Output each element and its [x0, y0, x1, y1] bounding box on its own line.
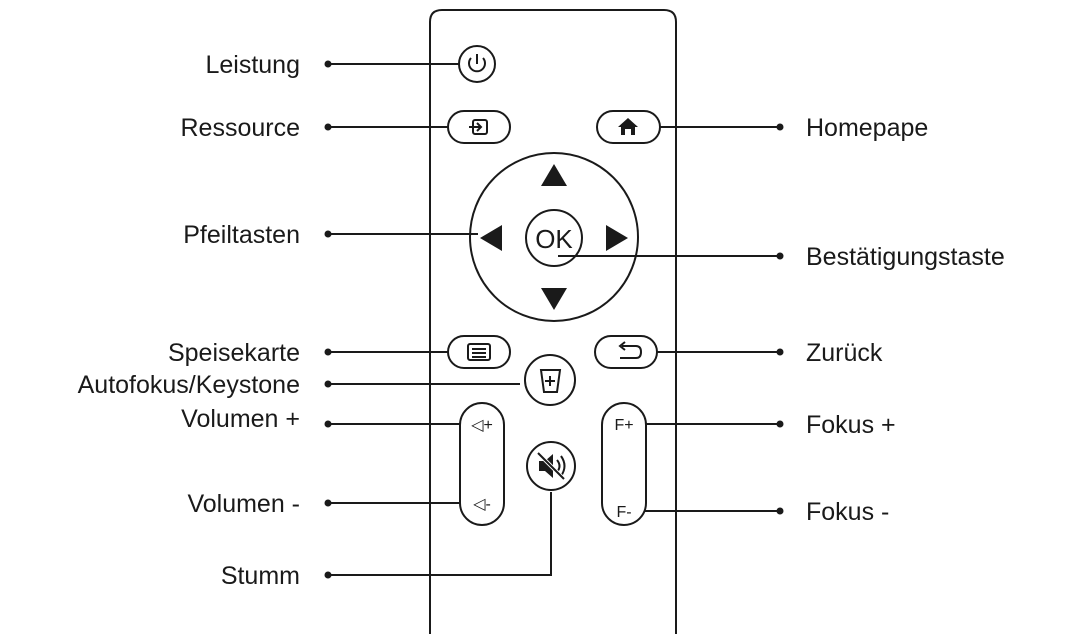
arrow-right-icon	[606, 225, 628, 251]
dot-power	[324, 60, 332, 68]
focus-rocker-body	[601, 402, 647, 526]
dot-mute	[324, 571, 332, 579]
mute-button[interactable]	[526, 441, 576, 491]
ok-button[interactable]: OK	[525, 209, 583, 267]
leader-lines	[328, 63, 780, 576]
label-confirm: Bestätigungstaste	[806, 243, 1005, 271]
dot-autofocus	[324, 380, 332, 388]
label-back: Zurück	[806, 339, 883, 367]
arrow-down-icon	[541, 288, 567, 310]
menu-button[interactable]	[447, 335, 511, 369]
home-button[interactable]	[596, 110, 661, 144]
autofocus-button[interactable]	[524, 354, 576, 406]
label-volume-down: Volumen -	[187, 490, 300, 518]
label-focus-up: Fokus +	[806, 411, 896, 439]
remote-body	[429, 9, 677, 634]
leader-dots	[324, 60, 784, 579]
back-button[interactable]	[594, 335, 658, 369]
label-autofocus: Autofokus/Keystone	[78, 371, 300, 399]
power-icon	[468, 54, 486, 73]
label-mute: Stumm	[221, 562, 300, 590]
mute-icon	[536, 451, 566, 481]
dot-back	[776, 348, 784, 356]
dot-arrows	[324, 230, 332, 238]
dpad-ring	[469, 152, 639, 322]
focus-rocker: F+ F-	[601, 402, 647, 526]
dot-focus-up	[776, 420, 784, 428]
arrow-up-button[interactable]	[541, 164, 567, 186]
dot-volume-down	[324, 499, 332, 507]
volume-up-button[interactable]: ◁+	[470, 417, 493, 434]
back-icon	[618, 341, 643, 359]
volume-rocker: ◁+ ◁-	[459, 402, 505, 526]
dot-source	[324, 123, 332, 131]
dot-volume-up	[324, 420, 332, 428]
power-button[interactable]	[458, 45, 496, 83]
dot-home	[776, 123, 784, 131]
arrow-up-icon	[541, 164, 567, 186]
ok-label: OK	[535, 224, 573, 254]
leader-line-mute	[328, 492, 552, 576]
arrow-left-icon	[480, 225, 502, 251]
label-source: Ressource	[181, 114, 301, 142]
menu-icon	[467, 343, 491, 361]
dot-confirm	[776, 252, 784, 260]
callout-labels: Leistung Ressource Homepape Pfeiltasten …	[78, 51, 1005, 590]
arrow-down-button[interactable]	[541, 288, 567, 310]
arrow-right-button[interactable]	[606, 225, 628, 251]
label-volume-up: Volumen +	[181, 405, 300, 433]
label-power: Leistung	[205, 51, 300, 79]
label-focus-down: Fokus -	[806, 498, 889, 526]
volume-rocker-body	[459, 402, 505, 526]
input-source-icon	[469, 119, 488, 135]
dot-focus-down	[776, 507, 784, 515]
focus-up-button[interactable]: F+	[614, 417, 633, 434]
focus-down-button[interactable]: F-	[616, 504, 631, 521]
arrow-left-button[interactable]	[480, 225, 502, 251]
dot-menu	[324, 348, 332, 356]
home-icon	[618, 118, 638, 135]
source-button[interactable]	[447, 110, 511, 144]
label-arrows: Pfeiltasten	[183, 221, 300, 249]
autofocus-icon	[539, 369, 562, 393]
label-menu: Speisekarte	[168, 339, 300, 367]
label-home: Homepape	[806, 114, 928, 142]
volume-down-button[interactable]: ◁-	[472, 496, 491, 513]
